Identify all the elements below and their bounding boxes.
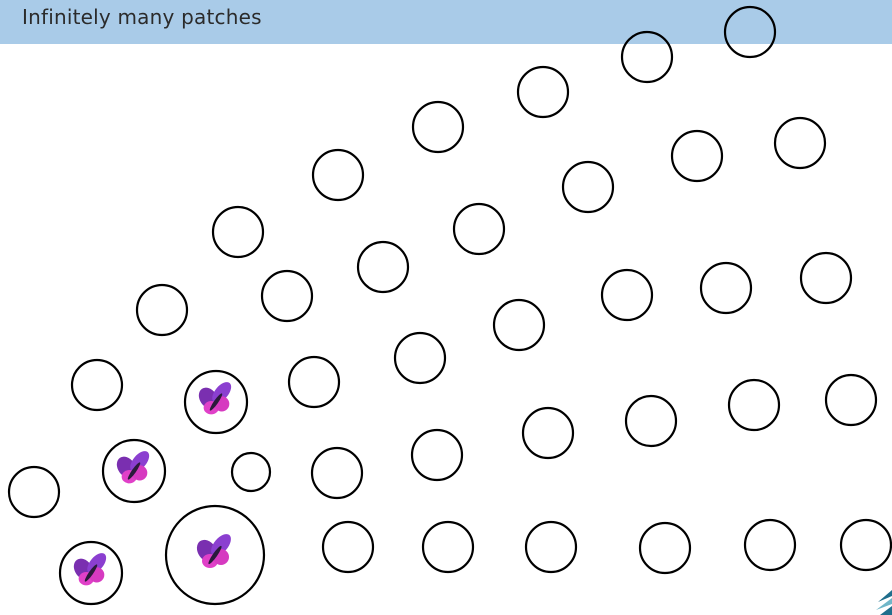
patch-circle — [213, 207, 263, 257]
empty-patch — [801, 253, 851, 303]
empty-patch — [395, 333, 445, 383]
occupied-patch — [103, 440, 165, 502]
patch-circle — [423, 522, 473, 572]
patch-circle — [622, 32, 672, 82]
patch-circle — [72, 360, 122, 410]
empty-patch — [640, 523, 690, 573]
butterfly-icon — [193, 531, 235, 568]
patch-circle — [413, 102, 463, 152]
occupied-patch — [60, 542, 122, 604]
butterfly-icon — [70, 550, 110, 586]
patch-circle — [262, 271, 312, 321]
empty-patch — [9, 467, 59, 517]
patch-circle — [137, 285, 187, 335]
empty-patch — [413, 102, 463, 152]
empty-patch — [72, 360, 122, 410]
empty-patch — [841, 520, 891, 570]
empty-patch — [701, 263, 751, 313]
patch-circle — [395, 333, 445, 383]
patch-circle — [701, 263, 751, 313]
patch-circle — [602, 270, 652, 320]
empty-patch — [518, 67, 568, 117]
empty-patch — [526, 522, 576, 572]
patch-circle — [454, 204, 504, 254]
patch-circle — [745, 520, 795, 570]
patch-circle — [640, 523, 690, 573]
patch-circle — [729, 380, 779, 430]
patch-circle — [801, 253, 851, 303]
patch-circle — [841, 520, 891, 570]
empty-patch — [563, 162, 613, 212]
patch-circle — [232, 453, 270, 491]
patch-circle — [494, 300, 544, 350]
institution-logo-icon — [872, 588, 892, 615]
empty-patch — [494, 300, 544, 350]
patch-circle — [563, 162, 613, 212]
patch-circle — [672, 131, 722, 181]
occupied-patch — [166, 506, 264, 604]
empty-patch — [262, 271, 312, 321]
patch-circle — [289, 357, 339, 407]
empty-patch — [729, 380, 779, 430]
empty-patch — [602, 270, 652, 320]
empty-patch — [622, 32, 672, 82]
patch-layer — [9, 7, 891, 604]
patch-circle — [9, 467, 59, 517]
empty-patch — [312, 448, 362, 498]
patch-circle — [358, 242, 408, 292]
butterfly-icon — [195, 379, 235, 415]
patch-circle — [518, 67, 568, 117]
empty-patch — [213, 207, 263, 257]
empty-patch — [289, 357, 339, 407]
empty-patch — [323, 522, 373, 572]
patch-circle — [526, 522, 576, 572]
empty-patch — [745, 520, 795, 570]
empty-patch — [672, 131, 722, 181]
patch-circle — [412, 430, 462, 480]
empty-patch — [137, 285, 187, 335]
empty-patch — [826, 375, 876, 425]
empty-patch — [313, 150, 363, 200]
empty-patch — [523, 408, 573, 458]
butterfly-icon — [113, 448, 153, 484]
empty-patch — [423, 522, 473, 572]
empty-patch — [626, 396, 676, 446]
empty-patch — [358, 242, 408, 292]
patch-circle — [775, 118, 825, 168]
patch-circle — [523, 408, 573, 458]
patch-circle — [312, 448, 362, 498]
patch-circle — [323, 522, 373, 572]
patch-circle — [826, 375, 876, 425]
empty-patch — [775, 118, 825, 168]
patch-circle — [725, 7, 775, 57]
patch-circle — [313, 150, 363, 200]
empty-patch — [725, 7, 775, 57]
empty-patch — [232, 453, 270, 491]
patch-circle — [626, 396, 676, 446]
occupied-patch — [185, 371, 247, 433]
empty-patch — [454, 204, 504, 254]
empty-patch — [412, 430, 462, 480]
